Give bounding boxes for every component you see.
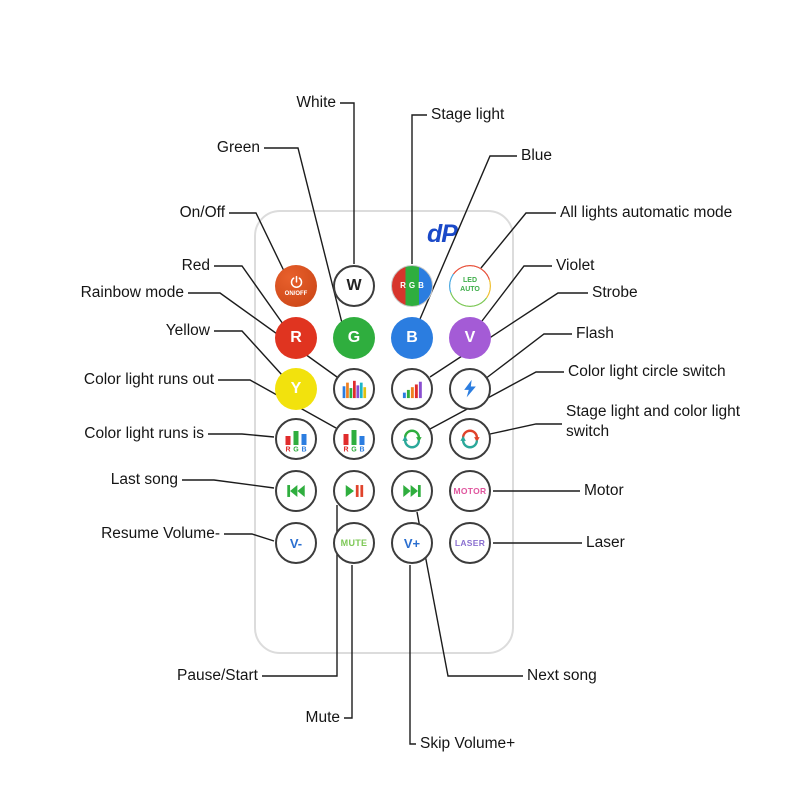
- previous-track-icon: [287, 485, 305, 497]
- yellow-button-label: Y: [290, 380, 302, 397]
- next-song-button[interactable]: [391, 470, 433, 512]
- volume-down-label: V-: [289, 535, 303, 551]
- power-button-label: ON/OFF: [284, 291, 308, 297]
- pause-start-button[interactable]: [333, 470, 375, 512]
- callout-next-song: Next song: [527, 667, 597, 684]
- callout-flash: Flash: [576, 325, 614, 342]
- rgb-bars-letter-g: G: [293, 447, 299, 453]
- stage-and-color-light-switch-button[interactable]: [449, 418, 491, 460]
- callout-pause-start: Pause/Start: [177, 667, 258, 684]
- callout-laser: Laser: [586, 534, 625, 551]
- red-button[interactable]: R: [275, 317, 317, 359]
- callout-color-light-runs-out: Color light runs out: [83, 371, 214, 388]
- play-pause-icon: [345, 485, 364, 497]
- callout-rainbow-mode: Rainbow mode: [80, 284, 184, 301]
- rgb-bars-letter-g: G: [351, 447, 357, 453]
- callout-skip-volume: Skip Volume+: [420, 735, 516, 752]
- green-button[interactable]: G: [333, 317, 375, 359]
- callout-green: Green: [216, 139, 260, 156]
- color-light-circle-switch-button[interactable]: [391, 418, 433, 460]
- volume-up-label: V+: [403, 535, 421, 551]
- rgb-bars-icon: R G B: [285, 431, 307, 453]
- blue-button-label: B: [406, 329, 418, 346]
- rgb-button[interactable]: RGB: [391, 265, 433, 307]
- callout-violet: Violet: [556, 257, 595, 274]
- rgb-bars-letter-r: R: [285, 447, 290, 453]
- violet-button[interactable]: V: [449, 317, 491, 359]
- violet-button-label: V: [464, 329, 476, 346]
- rainbow-mode-button[interactable]: [333, 368, 375, 410]
- mute-button[interactable]: MUTE: [333, 522, 375, 564]
- rgb-button-label: RGB: [400, 281, 427, 290]
- volume-up-button[interactable]: V+: [391, 522, 433, 564]
- led-auto-button[interactable]: LED AUTO: [449, 265, 491, 307]
- lightning-icon: [464, 379, 476, 398]
- power-icon: [290, 275, 302, 288]
- callout-white: White: [296, 94, 336, 111]
- led-auto-label-line1: LED: [463, 277, 477, 285]
- callout-on-off: On/Off: [179, 204, 225, 221]
- led-auto-label-line2: AUTO: [460, 286, 480, 293]
- flash-button[interactable]: [449, 368, 491, 410]
- callout-blue: Blue: [521, 147, 553, 164]
- callout-all-lights-auto: All lights automatic mode: [560, 204, 733, 221]
- cycle-arrows-icon: [460, 429, 480, 449]
- rgb-bars-letter-b: B: [301, 447, 306, 453]
- strobe-button[interactable]: [391, 368, 433, 410]
- blue-button[interactable]: B: [391, 317, 433, 359]
- equalizer-bars-icon: [402, 381, 422, 399]
- mute-button-label: MUTE: [340, 538, 368, 548]
- next-track-icon: [403, 485, 421, 497]
- red-button-label: R: [290, 329, 302, 346]
- power-button[interactable]: ON/OFF: [275, 265, 317, 307]
- callout-color-light-runs-is: Color light runs is: [84, 425, 204, 442]
- volume-down-button[interactable]: V-: [275, 522, 317, 564]
- callout-color-light-circle-switch: Color light circle switch: [568, 363, 726, 380]
- callout-resume-volume: Resume Volume-: [101, 525, 220, 542]
- color-light-runs-out-button[interactable]: R G B: [333, 418, 375, 460]
- callout-strobe: Strobe: [592, 284, 638, 301]
- laser-button-label: LASER: [454, 538, 486, 548]
- rgb-bars-letter-r: R: [343, 447, 348, 453]
- rgb-bars-letter-b: B: [359, 447, 364, 453]
- green-button-label: G: [347, 329, 361, 346]
- callout-mute: Mute: [305, 709, 340, 726]
- white-button[interactable]: W: [333, 265, 375, 307]
- motor-button-label: MOTOR: [453, 486, 487, 496]
- laser-button[interactable]: LASER: [449, 522, 491, 564]
- motor-button[interactable]: MOTOR: [449, 470, 491, 512]
- callout-red: Red: [181, 257, 210, 274]
- rgb-bars-icon: R G B: [343, 430, 365, 453]
- white-button-label: W: [346, 277, 362, 294]
- callout-yellow: Yellow: [165, 322, 210, 339]
- callout-last-song: Last song: [110, 471, 178, 488]
- callout-stage-light-color-switch: Stage light and color light switch: [566, 403, 741, 440]
- yellow-button[interactable]: Y: [275, 368, 317, 410]
- brand-logo: dP: [427, 220, 458, 248]
- callout-motor: Motor: [584, 482, 624, 499]
- callout-stage-light: Stage light: [431, 106, 505, 123]
- color-light-runs-is-button[interactable]: R G B: [275, 418, 317, 460]
- cycle-arrows-icon: [402, 429, 422, 449]
- last-song-button[interactable]: [275, 470, 317, 512]
- rainbow-bars-icon: [342, 380, 367, 399]
